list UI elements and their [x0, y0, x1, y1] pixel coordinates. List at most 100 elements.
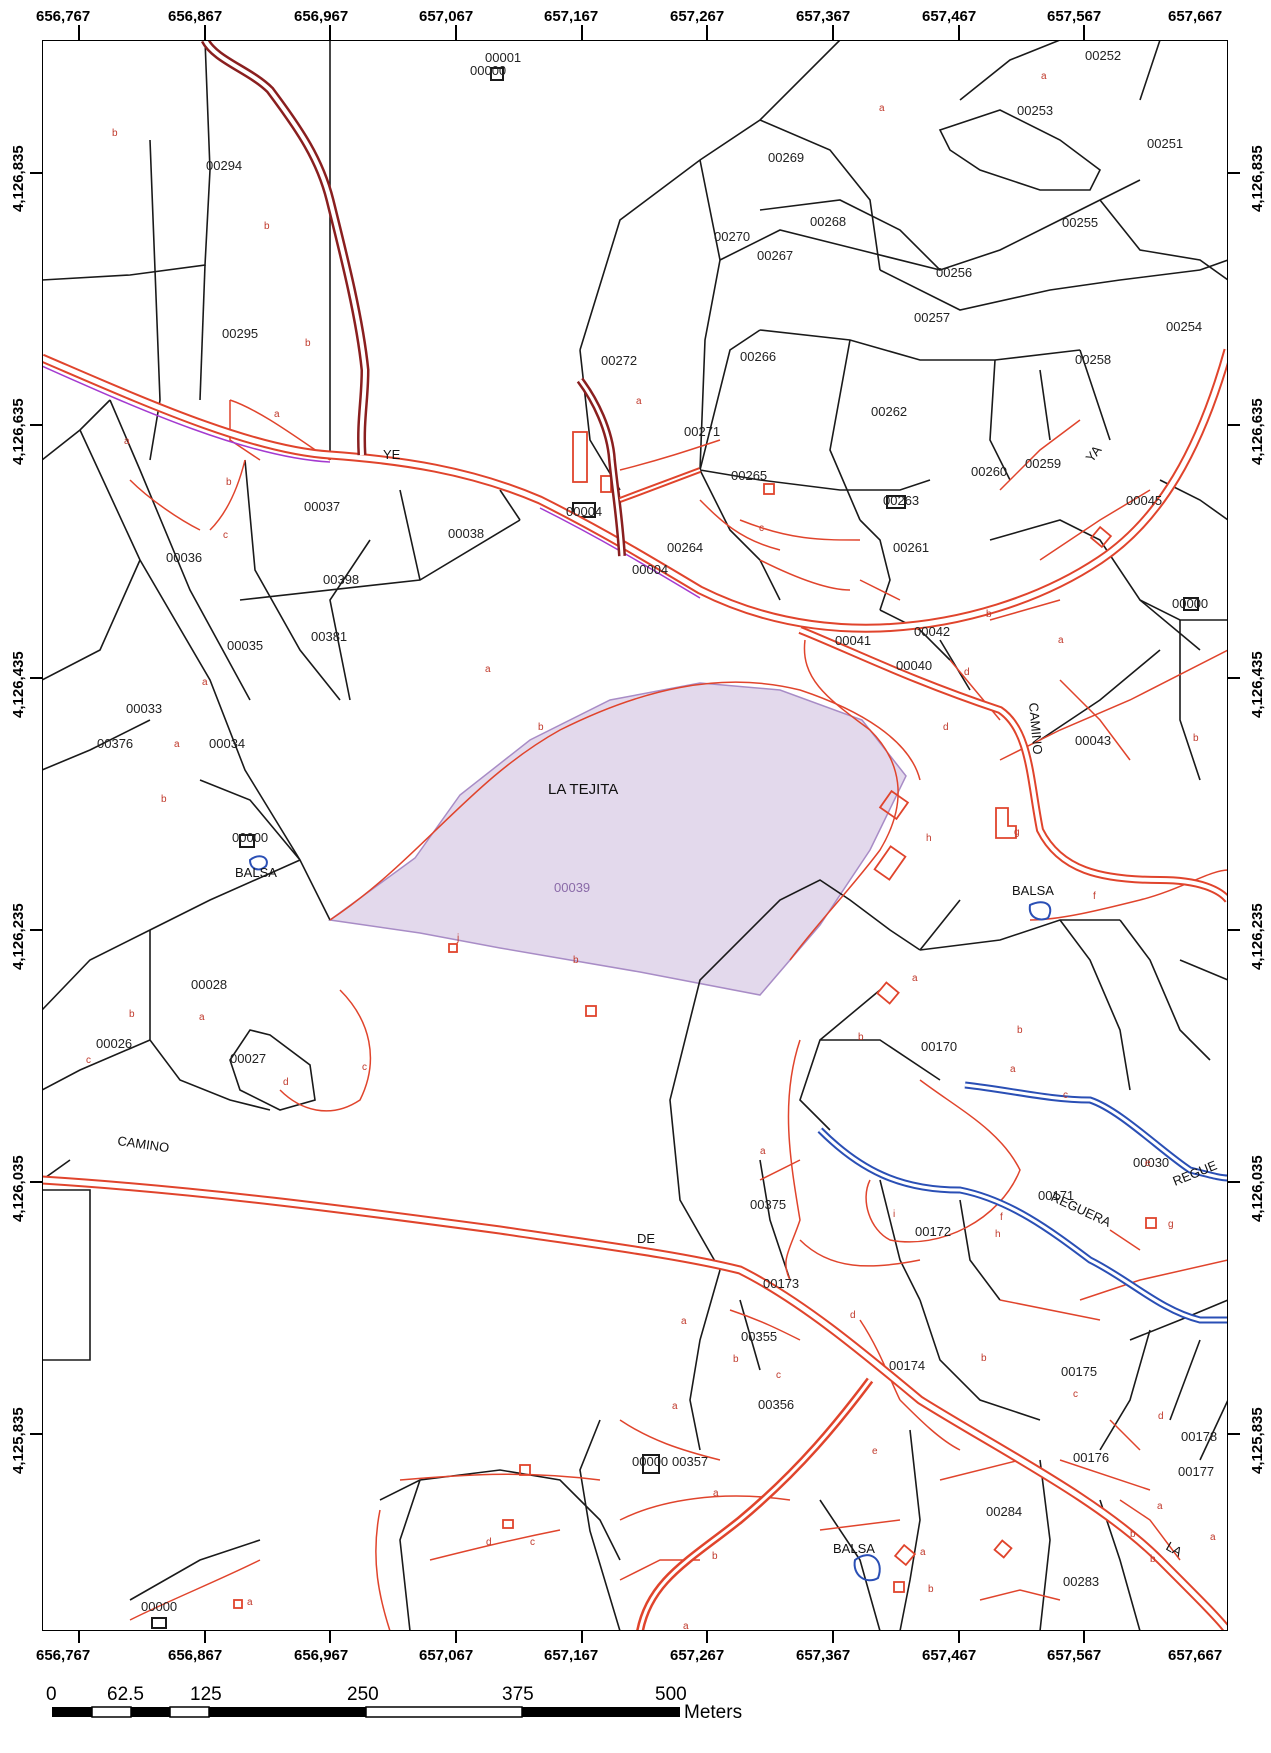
parcel-label[interactable]: 00176	[1073, 1450, 1109, 1465]
parcel-label-highlighted[interactable]: 00039	[554, 880, 590, 895]
scale-unit: Meters	[684, 1702, 742, 1723]
parcel-label[interactable]: 00253	[1017, 103, 1053, 118]
top-easting-labels: 656,767 656,867 656,967 657,067 657,167 …	[36, 8, 1222, 25]
parcel-label[interactable]: 00001	[485, 50, 521, 65]
parcel-label[interactable]: 00261	[893, 540, 929, 555]
parcel-label[interactable]: 00295	[222, 326, 258, 341]
parcel-boundaries	[42, 40, 1228, 1631]
parcel-label[interactable]: 00040	[896, 658, 932, 673]
subparcel-letter: c	[362, 1062, 367, 1073]
parcel-label[interactable]: 00171	[1038, 1188, 1074, 1203]
scale-label: 125	[190, 1684, 222, 1705]
parcel-label[interactable]: 00000	[632, 1454, 668, 1469]
subparcel-letter: a	[1210, 1532, 1216, 1543]
parcel-label[interactable]: 00284	[986, 1504, 1022, 1519]
subparcel-letter: b	[858, 1032, 864, 1043]
left-northing-label: 4,126,235	[10, 903, 27, 970]
parcel-label[interactable]: 00357	[672, 1454, 708, 1469]
scale-label: 0	[46, 1684, 57, 1705]
parcel-label[interactable]: 00174	[889, 1358, 925, 1373]
roads	[42, 40, 1228, 1631]
subparcel-letter: d	[964, 667, 970, 678]
parcel-label[interactable]: 00251	[1147, 136, 1183, 151]
top-easting-label: 656,867	[168, 8, 222, 25]
top-easting-label: 657,067	[419, 8, 473, 25]
parcel-label[interactable]: 00375	[750, 1197, 786, 1212]
parcel-label[interactable]: 00177	[1178, 1464, 1214, 1479]
parcel-label[interactable]: 00355	[741, 1329, 777, 1344]
parcel-label[interactable]: 00028	[191, 977, 227, 992]
parcel-label[interactable]: 00037	[304, 499, 340, 514]
parcel-label[interactable]: 00042	[914, 624, 950, 639]
subparcel-letter: b	[112, 128, 118, 139]
parcel-label[interactable]: 00175	[1061, 1364, 1097, 1379]
subparcel-letter: b	[928, 1584, 934, 1595]
parcel-label[interactable]: 00043	[1075, 733, 1111, 748]
parcel-label[interactable]: 00000	[1172, 596, 1208, 611]
subparcel-letter: i	[893, 1209, 895, 1220]
parcel-label[interactable]: 00000	[470, 63, 506, 78]
parcel-label[interactable]: 00173	[763, 1276, 799, 1291]
parcel-label[interactable]: 00178	[1181, 1429, 1217, 1444]
parcel-label[interactable]: 00259	[1025, 456, 1061, 471]
parcel-label[interactable]: 00260	[971, 464, 1007, 479]
parcel-label[interactable]: 00269	[768, 150, 804, 165]
parcel-label[interactable]: 00035	[227, 638, 263, 653]
subparcel-letter: d	[1158, 1411, 1164, 1422]
parcel-label[interactable]: 00172	[915, 1224, 951, 1239]
parcel-label[interactable]: 00271	[684, 424, 720, 439]
parcel-label[interactable]: 00000	[141, 1599, 177, 1614]
water-label: BALSA	[235, 865, 277, 880]
parcel-label[interactable]: 00264	[667, 540, 703, 555]
parcel-label[interactable]: 00356	[758, 1397, 794, 1412]
parcel-label[interactable]: 00267	[757, 248, 793, 263]
parcel-label[interactable]: 00265	[731, 468, 767, 483]
parcel-label[interactable]: 00294	[206, 158, 242, 173]
bottom-easting-label: 656,967	[294, 1647, 348, 1664]
top-easting-label: 656,767	[36, 8, 90, 25]
parcel-label[interactable]: 00030	[1133, 1155, 1169, 1170]
subparcel-letter: h	[995, 1229, 1001, 1240]
parcel-label[interactable]: 00170	[921, 1039, 957, 1054]
subparcel-letter: a	[124, 436, 130, 447]
parcel-label[interactable]: 00270	[714, 229, 750, 244]
parcel-label[interactable]: 00258	[1075, 352, 1111, 367]
parcel-label[interactable]: 00283	[1063, 1574, 1099, 1589]
parcel-label[interactable]: 00027	[230, 1051, 266, 1066]
parcel-label[interactable]: 00004	[566, 504, 602, 519]
parcel-label[interactable]: 00256	[936, 265, 972, 280]
parcel-label[interactable]: 00033	[126, 701, 162, 716]
parcel-label[interactable]: 00262	[871, 404, 907, 419]
subparcel-letter: a	[274, 409, 280, 420]
parcel-label[interactable]: 00376	[97, 736, 133, 751]
right-northing-labels: 4,126,835 4,126,635 4,126,435 4,126,235 …	[1249, 145, 1266, 1474]
parcel-label[interactable]: 00398	[323, 572, 359, 587]
parcel-label[interactable]: 00254	[1166, 319, 1202, 334]
parcel-label[interactable]: 00255	[1062, 215, 1098, 230]
parcel-label[interactable]: 00266	[740, 349, 776, 364]
parcel-label[interactable]: 00252	[1085, 48, 1121, 63]
subparcel-letter: b	[129, 1009, 135, 1020]
subparcel-letter: a	[683, 1621, 689, 1632]
parcel-label[interactable]: 00272	[601, 353, 637, 368]
parcel-label[interactable]: 00045	[1126, 493, 1162, 508]
street-label: CAMINO	[1026, 702, 1045, 755]
map-frame: 00001 00000 00252 00253 00251 00294 0026…	[42, 40, 1228, 1632]
parcel-label[interactable]: 00036	[166, 550, 202, 565]
parcel-label[interactable]: 00263	[883, 493, 919, 508]
subparcel-letter: b	[1150, 1554, 1156, 1565]
parcel-labels: 00001 00000 00252 00253 00251 00294 0026…	[96, 48, 1217, 1614]
subparcel-letter: a	[920, 1547, 926, 1558]
parcel-label[interactable]: 00034	[209, 736, 245, 751]
parcel-label[interactable]: 00038	[448, 526, 484, 541]
subparcel-letter: a	[636, 396, 642, 407]
parcel-label[interactable]: 00257	[914, 310, 950, 325]
parcel-label[interactable]: 00381	[311, 629, 347, 644]
parcel-label[interactable]: 00026	[96, 1036, 132, 1051]
parcel-label[interactable]: 00000	[232, 830, 268, 845]
parcel-label[interactable]: 00268	[810, 214, 846, 229]
right-northing-label: 4,126,835	[1249, 145, 1266, 212]
parcel-label[interactable]: 00004	[632, 562, 668, 577]
subparcel-letter: b	[264, 221, 270, 232]
parcel-label[interactable]: 00041	[835, 633, 871, 648]
